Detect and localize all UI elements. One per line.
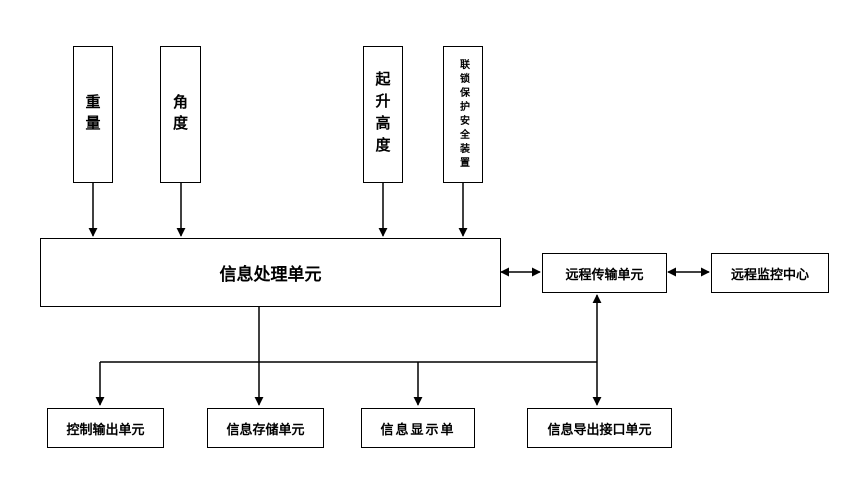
sensor-angle-label: 角度 — [171, 93, 189, 136]
remote-transmission-box: 远程传输单元 — [542, 253, 667, 293]
sensor-interlock-box: 联锁保护安全装置 — [443, 46, 483, 183]
processing-unit-box: 信息处理单元 — [40, 238, 501, 307]
remote-monitoring-label: 远程监控中心 — [730, 267, 809, 283]
sensor-height-box: 起升高度 — [363, 46, 403, 183]
remote-monitoring-box: 远程监控中心 — [711, 253, 829, 293]
remote-transmission-label: 远程传输单元 — [565, 267, 644, 283]
display-box: 信息显示单 — [361, 408, 475, 448]
sensor-height-label: 起升高度 — [373, 70, 392, 159]
storage-box: 信息存储单元 — [207, 408, 324, 448]
sensor-weight-box: 重量 — [73, 46, 113, 183]
display-label: 信息显示单 — [380, 422, 456, 438]
sensor-angle-box: 角度 — [160, 46, 201, 183]
control-output-box: 控制输出单元 — [47, 408, 164, 448]
export-interface-box: 信息导出接口单元 — [527, 408, 672, 448]
sensor-interlock-label: 联锁保护安全装置 — [457, 58, 469, 171]
processing-unit-label: 信息处理单元 — [219, 265, 322, 285]
storage-label: 信息存储单元 — [226, 422, 305, 438]
export-interface-label: 信息导出接口单元 — [547, 422, 652, 438]
sensor-weight-label: 重量 — [83, 93, 102, 136]
control-output-label: 控制输出单元 — [66, 422, 145, 438]
